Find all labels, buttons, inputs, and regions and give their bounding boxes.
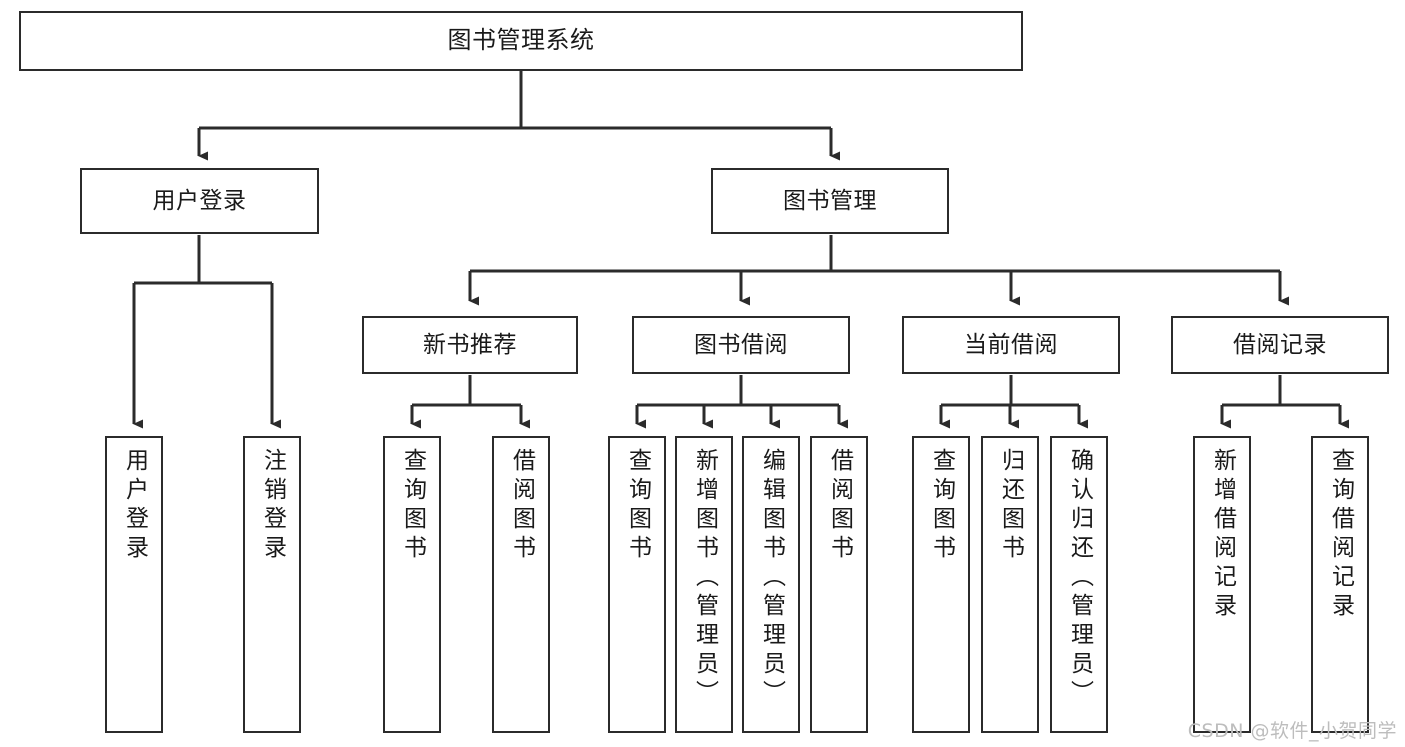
leaf-new-book-borrow[interactable]: 借阅图书 bbox=[492, 436, 550, 733]
leaf-book-borrow-add[interactable]: 新增图书（管理员） bbox=[675, 436, 733, 733]
leaf-borrow-record-add-label: 新增借阅记录 bbox=[1209, 448, 1236, 622]
node-borrow-record-label: 借阅记录 bbox=[1233, 331, 1327, 358]
leaf-borrow-record-query[interactable]: 查询借阅记录 bbox=[1311, 436, 1369, 733]
leaf-new-book-borrow-label: 借阅图书 bbox=[508, 448, 535, 564]
leaf-current-borrow-return[interactable]: 归还图书 bbox=[981, 436, 1039, 733]
node-book-borrow[interactable]: 图书借阅 bbox=[632, 316, 850, 374]
leaf-book-borrow-add-label: 新增图书（管理员） bbox=[691, 448, 718, 709]
node-user-login[interactable]: 用户登录 bbox=[80, 168, 319, 234]
leaf-current-borrow-confirm[interactable]: 确认归还（管理员） bbox=[1050, 436, 1108, 733]
leaf-current-borrow-return-label: 归还图书 bbox=[997, 448, 1024, 564]
node-current-borrow-label: 当前借阅 bbox=[964, 331, 1058, 358]
node-book-borrow-label: 图书借阅 bbox=[694, 331, 788, 358]
leaf-new-book-query-label: 查询图书 bbox=[399, 448, 426, 564]
leaf-book-borrow-query[interactable]: 查询图书 bbox=[608, 436, 666, 733]
node-new-book-recommend[interactable]: 新书推荐 bbox=[362, 316, 578, 374]
leaf-book-borrow-edit-label: 编辑图书（管理员） bbox=[758, 448, 785, 709]
node-root-system-label: 图书管理系统 bbox=[447, 26, 595, 55]
leaf-book-borrow-query-label: 查询图书 bbox=[624, 448, 651, 564]
node-current-borrow[interactable]: 当前借阅 bbox=[902, 316, 1120, 374]
leaf-book-borrow-borrow[interactable]: 借阅图书 bbox=[810, 436, 868, 733]
leaf-user-login-logout[interactable]: 注销登录 bbox=[243, 436, 301, 733]
node-borrow-record[interactable]: 借阅记录 bbox=[1171, 316, 1389, 374]
node-book-management-label: 图书管理 bbox=[783, 187, 877, 214]
leaf-current-borrow-query[interactable]: 查询图书 bbox=[912, 436, 970, 733]
leaf-book-borrow-borrow-label: 借阅图书 bbox=[826, 448, 853, 564]
node-user-login-label: 用户登录 bbox=[152, 187, 247, 214]
leaf-user-login-login-label: 用户登录 bbox=[121, 448, 148, 564]
node-root-system[interactable]: 图书管理系统 bbox=[19, 11, 1023, 71]
leaf-user-login-login[interactable]: 用户登录 bbox=[105, 436, 163, 733]
leaf-current-borrow-query-label: 查询图书 bbox=[928, 448, 955, 564]
node-book-management[interactable]: 图书管理 bbox=[711, 168, 949, 234]
leaf-borrow-record-query-label: 查询借阅记录 bbox=[1327, 448, 1354, 622]
leaf-new-book-query[interactable]: 查询图书 bbox=[383, 436, 441, 733]
leaf-borrow-record-add[interactable]: 新增借阅记录 bbox=[1193, 436, 1251, 733]
leaf-book-borrow-edit[interactable]: 编辑图书（管理员） bbox=[742, 436, 800, 733]
node-new-book-recommend-label: 新书推荐 bbox=[423, 331, 517, 358]
leaf-user-login-logout-label: 注销登录 bbox=[259, 448, 286, 564]
leaf-current-borrow-confirm-label: 确认归还（管理员） bbox=[1066, 448, 1093, 709]
